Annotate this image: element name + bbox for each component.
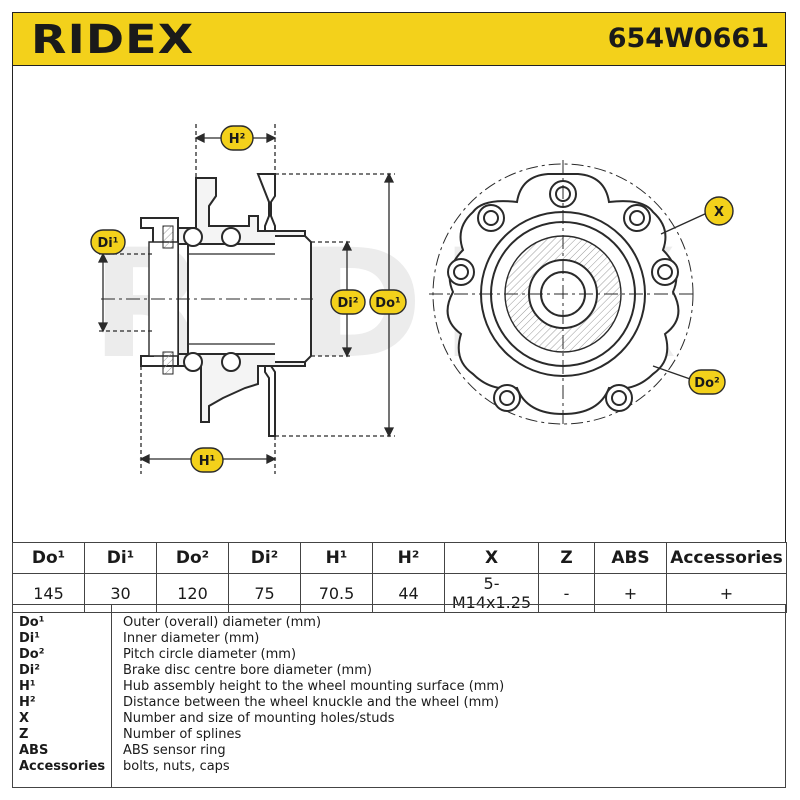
legend-desc: Brake disc centre bore diameter (mm) [123,663,372,678]
legend-desc: Inner diameter (mm) [123,631,260,646]
svg-text:Do²: Do² [694,376,719,391]
label-h2: H² [220,125,254,151]
legend-code: H² [19,695,36,710]
spec-header-cell: Z [538,542,595,574]
spec-header-cell: H¹ [300,542,373,574]
legend-row: Di¹ Inner diameter (mm) [13,631,787,647]
spec-header-cell: Di² [228,542,301,574]
spec-header-cell: X [444,542,539,574]
legend-desc: Distance between the wheel knuckle and t… [123,695,499,710]
label-h1: H¹ [190,447,224,473]
legend-desc: Hub assembly height to the wheel mountin… [123,679,505,694]
part-number: 654W0661 [607,23,769,54]
svg-text:X: X [714,205,724,220]
spec-value-cell: 5-M14x1.25 [444,573,539,613]
spec-value-cell: 75 [228,573,301,613]
legend-panel: Do¹ Outer (overall) diameter (mm) Di¹ In… [12,604,786,788]
spec-header-cell: Do² [156,542,229,574]
label-x: X [704,196,734,226]
spec-header-cell: H² [372,542,445,574]
spec-header-row: Do¹ Di¹ Do² Di² H¹ H² X Z ABS Accessorie… [12,542,787,574]
spec-header-cell: Do¹ [12,542,85,574]
legend-row: H¹ Hub assembly height to the wheel moun… [13,679,787,695]
legend-row: Z Number of splines [13,727,787,743]
drawing-svg: RIDEX [90,124,734,474]
technical-drawing: RIDEX [12,66,786,542]
label-di1: Di¹ [90,229,126,255]
leader-x [660,212,708,235]
legend-desc: bolts, nuts, caps [123,759,230,774]
legend-desc: Number of splines [123,727,242,742]
legend-code: Z [19,727,29,742]
legend-row: Di² Brake disc centre bore diameter (mm) [13,663,787,679]
label-do2: Do² [688,369,726,395]
legend-row: Do¹ Outer (overall) diameter (mm) [13,615,787,631]
spec-value-row: 145 30 120 75 70.5 44 5-M14x1.25 - + + [12,573,787,613]
legend-code: Do² [19,647,45,662]
hub-section-view [101,173,313,437]
spec-value-cell: + [594,573,667,613]
svg-text:H¹: H¹ [199,454,216,469]
dimension-di1 [97,252,153,333]
dimension-h2 [194,124,277,178]
spec-value-cell: 145 [12,573,85,613]
spec-value-cell: 120 [156,573,229,613]
legend-code: Do¹ [19,615,45,630]
legend-divider [111,605,112,787]
legend-code: ABS [19,743,49,758]
leader-do2 [652,365,694,381]
legend-code: X [19,711,30,726]
svg-text:H²: H² [229,132,246,147]
legend-desc: ABS sensor ring [123,743,226,758]
legend-desc: Pitch circle diameter (mm) [123,647,297,662]
legend-code: Di² [19,663,40,678]
legend-code: Di¹ [19,631,40,646]
svg-text:Do¹: Do¹ [375,296,400,311]
legend-desc: Outer (overall) diameter (mm) [123,615,322,630]
legend-desc: Number and size of mounting holes/studs [123,711,395,726]
legend-row: Accessories bolts, nuts, caps [13,759,787,775]
svg-text:Di²: Di² [338,296,359,311]
spec-value-cell: 44 [372,573,445,613]
legend-row: Do² Pitch circle diameter (mm) [13,647,787,663]
label-do1: Do¹ [369,289,407,315]
legend-row: ABS ABS sensor ring [13,743,787,759]
header-bar: RIDEX 654W0661 [12,12,786,66]
legend-row: H² Distance between the wheel knuckle an… [13,695,787,711]
hub-front-view [429,160,697,428]
spec-header-cell: Di¹ [84,542,157,574]
spec-table: Do¹ Di¹ Do² Di² H¹ H² X Z ABS Accessorie… [12,542,787,613]
spec-value-cell: 30 [84,573,157,613]
brand-logo: RIDEX [31,17,195,63]
legend-code: H¹ [19,679,36,694]
spec-header-cell: Accessories [666,542,787,574]
spec-header-cell: ABS [594,542,667,574]
legend-row: X Number and size of mounting holes/stud… [13,711,787,727]
label-di2: Di² [330,289,366,315]
svg-text:Di¹: Di¹ [98,236,119,251]
spec-value-cell: + [666,573,787,613]
legend-code: Accessories [19,759,106,774]
